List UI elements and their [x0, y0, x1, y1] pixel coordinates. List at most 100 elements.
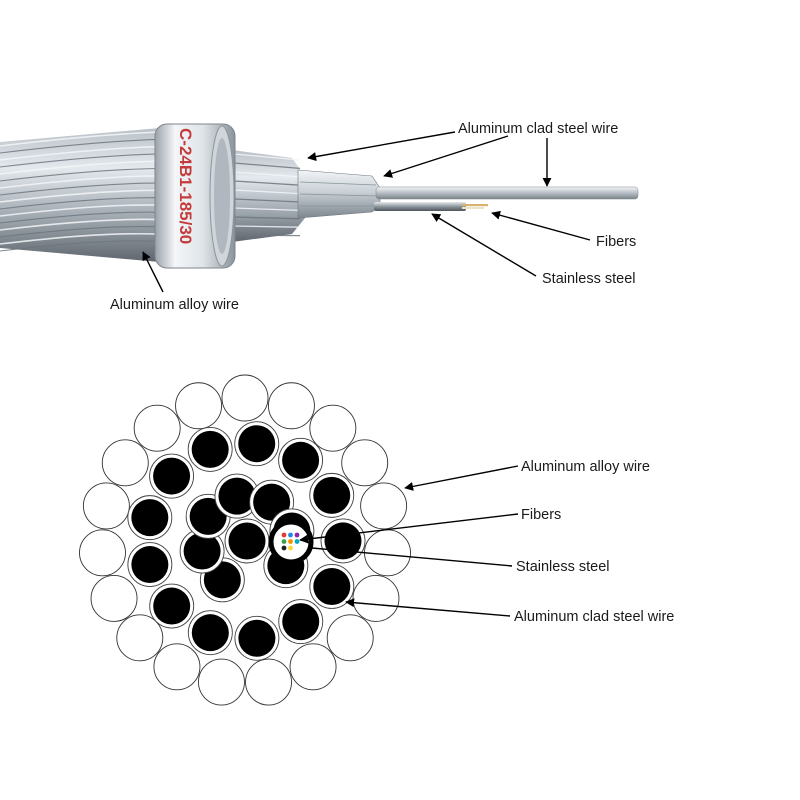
inner-strand-line [233, 207, 301, 212]
section-label-clad-steel-wire: Aluminum clad steel wire [514, 609, 674, 625]
aluminum-alloy-wire [133, 404, 181, 452]
steel-layer-line [299, 193, 379, 197]
photo-label-clad-steel-wire: Aluminum clad steel wire [458, 121, 618, 137]
aluminum-clad-steel-wire [238, 425, 276, 463]
aluminum-alloy-wire [82, 482, 130, 530]
arrow-alloy-wire [142, 251, 164, 293]
fiber-strand [462, 207, 484, 209]
fiber-dot [281, 539, 287, 544]
aluminum-clad-steel-wire [313, 567, 351, 605]
aluminum-clad-steel-wire [131, 546, 169, 584]
aluminum-alloy-wire [198, 658, 245, 706]
aluminum-alloy-wire [116, 614, 164, 662]
single-clad-steel-rod [375, 186, 639, 200]
aluminum-clad-steel-wire [324, 522, 362, 560]
clad-steel-wire-middle-ring [127, 421, 366, 661]
aluminum-alloy-wire [341, 439, 389, 487]
aluminum-alloy-wire [245, 658, 292, 706]
fiber-dot [288, 545, 293, 551]
aluminum-alloy-wire [79, 529, 126, 577]
aluminum-clad-steel-wire [238, 619, 276, 657]
inner-strand-lay-lines [233, 153, 301, 237]
aluminum-clad-steel-wire [282, 441, 320, 479]
aluminum-clad-steel-wire [131, 499, 169, 537]
arrow-clad-steel-1 [307, 131, 456, 162]
strand-line [0, 182, 161, 196]
strand-line [0, 131, 161, 147]
fiber-dot [281, 532, 287, 538]
strand-line [0, 218, 161, 231]
section-arrow-alloy-wire [404, 465, 519, 491]
aluminum-clad-steel-wire [218, 477, 256, 515]
inner-strand-line [233, 153, 301, 161]
section-arrow-clad-steel-wire [345, 598, 511, 617]
aluminum-alloy-wire-ring [79, 374, 411, 706]
aluminum-clad-steel-wire [228, 522, 266, 560]
inner-strand-line [233, 162, 301, 170]
band-marking: C-24B1-185/30 [176, 128, 195, 244]
inner-strand-line [233, 225, 301, 228]
section-label-alloy-wire: Aluminum alloy wire [521, 459, 650, 475]
stainless-steel-tube [374, 202, 466, 211]
aluminum-alloy-wire [360, 482, 408, 530]
aluminum-clad-steel-wire [153, 587, 191, 625]
aluminum-clad-steel-wire [191, 614, 229, 652]
fiber-strand [462, 204, 488, 207]
aluminum-clad-steel-wire [313, 476, 351, 514]
aluminum-alloy-wire [101, 439, 149, 487]
aluminum-alloy-wire [153, 643, 201, 691]
aluminum-alloy-strand-bundle [0, 128, 160, 262]
stainless-steel-fiber-unit [268, 519, 314, 565]
arrow-clad-steel-2 [383, 135, 509, 178]
strand-line [0, 138, 161, 154]
strand-lay-lines [0, 131, 161, 252]
fiber-dot [294, 539, 300, 544]
aluminum-alloy-wire [175, 382, 223, 430]
inner-strand-line [233, 171, 301, 178]
inner-strand-line [233, 216, 301, 220]
photo-label-fibers: Fibers [596, 234, 636, 250]
section-label-stainless-steel: Stainless steel [516, 559, 610, 575]
marker-band: C-24B1-185/30 [154, 123, 236, 269]
strand-line [0, 226, 161, 238]
aluminum-alloy-wire [352, 574, 400, 622]
aluminum-alloy-wire [221, 374, 269, 422]
aluminum-clad-steel-wire [191, 430, 229, 468]
strand-line [0, 240, 161, 252]
fiber-dot [288, 532, 293, 538]
inner-strand-line [233, 198, 301, 203]
aluminum-alloy-wire [326, 614, 374, 662]
fiber-dot [281, 545, 287, 551]
section-label-fibers: Fibers [521, 507, 561, 523]
strand-line [0, 204, 161, 217]
aluminum-clad-steel-wire [153, 457, 191, 495]
steel-layer-line [299, 181, 377, 186]
aluminum-alloy-wire [289, 643, 337, 691]
strand-line [0, 160, 161, 175]
arrow-fibers [491, 210, 591, 241]
section-leader-stainless-steel [311, 547, 513, 567]
strand-line [0, 197, 161, 210]
aluminum-alloy-wire [309, 404, 357, 452]
photo-label-alloy-wire: Aluminum alloy wire [110, 297, 239, 313]
inner-strand-line [233, 189, 301, 195]
fiber-dot [288, 539, 293, 544]
aluminum-alloy-wire [267, 382, 315, 430]
inner-strand-line [233, 180, 301, 186]
aluminum-clad-steel-wire [183, 532, 221, 570]
strand-line [0, 175, 161, 189]
strand-line [0, 145, 161, 161]
strand-line [0, 189, 161, 203]
inner-strand-line [233, 234, 301, 237]
strand-line [0, 153, 161, 168]
strand-line [0, 211, 161, 224]
aluminum-alloy-wire [90, 574, 138, 622]
arrow-stainless-steel [431, 213, 537, 277]
aluminum-clad-steel-wire [282, 603, 320, 641]
cross-section-diagram: Aluminum alloy wire Fibers Stainless ste… [79, 374, 674, 706]
section-arrow-fibers [299, 513, 519, 544]
strand-line [0, 232, 161, 245]
fiber-dots [281, 532, 300, 551]
strand-line [0, 167, 161, 182]
